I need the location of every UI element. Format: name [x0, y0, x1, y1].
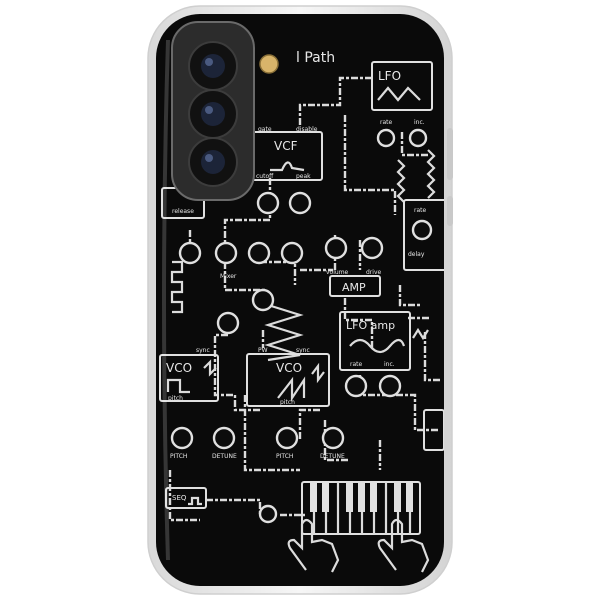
amp-title: AMP [342, 281, 366, 294]
svg-text:volume: volume [326, 269, 349, 276]
amp-volume-knob [324, 236, 348, 260]
svg-text:Mixer: Mixer [220, 273, 237, 280]
vco-mid-title: VCO [276, 361, 302, 375]
patch-wires [168, 76, 440, 522]
volume-button [447, 128, 453, 180]
lfo-module: LFO rate inc. [371, 61, 433, 148]
svg-text:PITCH: PITCH [170, 453, 187, 460]
filter-curve-icon [270, 161, 305, 172]
flash-icon [259, 54, 279, 74]
lfo-title: LFO [378, 69, 401, 83]
svg-text:sync: sync [296, 347, 310, 354]
vcf-cutoff-knob [256, 191, 280, 215]
svg-text:PW: PW [258, 347, 268, 354]
vcf-title: VCF [274, 139, 298, 153]
synth-print: l Path LFO rate inc. gate disable VCF cu… [159, 50, 444, 573]
svg-text:disable: disable [296, 126, 318, 133]
svg-text:pitch: pitch [280, 399, 295, 406]
svg-text:gate: gate [258, 126, 272, 133]
mixer-module: Mixer [178, 241, 304, 280]
vco-mid-module: PW sync VCO pitch [246, 347, 330, 407]
svg-text:peak: peak [296, 173, 311, 180]
amp-module: volume drive AMP [324, 236, 384, 297]
lfo-rate-knob [376, 128, 396, 148]
saw-wave-icon [277, 376, 306, 402]
print-title: l Path [296, 50, 335, 66]
vcf-peak-knob [288, 191, 312, 215]
pointing-hand-icon [287, 518, 340, 573]
square-wave-icon [166, 378, 190, 394]
lfo-amp-title: LFO amp [346, 319, 395, 332]
svg-text:rate: rate [414, 207, 426, 214]
amp-drive-knob [360, 236, 384, 260]
delay-module: rate delay [403, 199, 444, 271]
svg-text:rate: rate [350, 361, 362, 368]
vco-left-module: sync VCO pitch [159, 288, 275, 402]
svg-text:rate: rate [380, 119, 392, 126]
power-button [447, 196, 453, 226]
svg-text:inc.: inc. [414, 119, 425, 126]
vco-left-title: VCO [166, 361, 192, 375]
svg-text:DETUNE: DETUNE [212, 453, 237, 460]
sine-wave-icon [349, 338, 406, 354]
detune-knobs: PITCH DETUNE PITCH DETUNE [170, 409, 444, 460]
svg-text:delay: delay [408, 251, 425, 258]
svg-text:PITCH: PITCH [276, 453, 293, 460]
seq-module: SEQ [165, 487, 278, 524]
vcf-module: gate disable VCF cutoff peak [251, 126, 323, 215]
svg-text:drive: drive [366, 269, 381, 276]
lfo-amp-module: LFO amp rate inc. [339, 311, 429, 398]
svg-text:release: release [172, 208, 194, 215]
camera-module [171, 21, 279, 201]
keyboard [301, 481, 421, 535]
pointing-hand-icon [377, 518, 430, 573]
sine-wave-icon [377, 86, 421, 102]
svg-text:SEQ: SEQ [172, 494, 187, 502]
svg-text:cutoff: cutoff [256, 173, 274, 180]
svg-text:pitch: pitch [168, 395, 183, 402]
midi-jack-icon [258, 504, 278, 524]
svg-text:inc.: inc. [384, 361, 395, 368]
svg-text:sync: sync [196, 347, 210, 354]
lfo-inc-knob [408, 128, 428, 148]
svg-text:DETUNE: DETUNE [320, 453, 345, 460]
